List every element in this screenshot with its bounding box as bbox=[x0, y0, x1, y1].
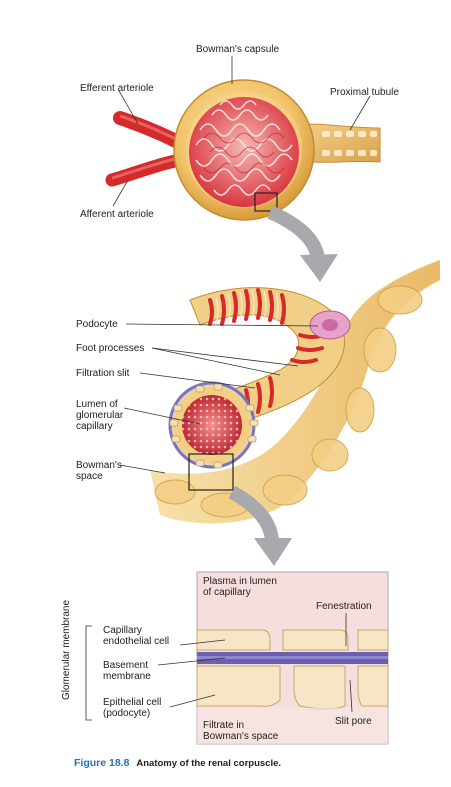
label-bowmans-capsule: Bowman's capsule bbox=[196, 44, 280, 55]
glomerulus bbox=[189, 97, 299, 207]
callout-box-middle bbox=[188, 453, 234, 491]
label-lumen-line2: glomerular bbox=[76, 410, 124, 421]
label-filtrate-line2: Bowman's space bbox=[203, 731, 279, 742]
glomerular-membrane-detail bbox=[196, 571, 389, 745]
label-slit-pore: Slit pore bbox=[335, 716, 372, 727]
label-lumen-line3: capillary bbox=[76, 421, 113, 432]
label-bowmans-space-line1: Bowman's bbox=[76, 460, 122, 471]
label-filtration-slit: Filtration slit bbox=[76, 368, 130, 379]
label-basement-line1: Basement bbox=[103, 660, 149, 671]
label-efferent-arteriole: Efferent arteriole bbox=[80, 83, 154, 94]
callout-box-top bbox=[254, 192, 278, 212]
leader-lines bbox=[85, 56, 371, 721]
epithelial-cell bbox=[196, 665, 281, 707]
label-filtrate-line1: Filtrate in bbox=[203, 720, 245, 731]
caption-figure-number: Figure 18.8 bbox=[74, 757, 130, 769]
label-proximal-tubule: Proximal tubule bbox=[330, 87, 399, 98]
label-glomerular-membrane: Glomerular membrane bbox=[61, 599, 72, 700]
label-bowmans-space-line2: space bbox=[76, 471, 103, 482]
label-podocyte: Podocyte bbox=[76, 319, 118, 330]
figure-caption: Figure 18.8 Anatomy of the renal corpusc… bbox=[74, 757, 281, 769]
label-epithelial-line1: Epithelial cell bbox=[103, 697, 162, 708]
label-afferent-arteriole: Afferent arteriole bbox=[80, 209, 154, 220]
label-plasma-line1: Plasma in lumen bbox=[203, 576, 277, 587]
label-fenestration: Fenestration bbox=[316, 601, 372, 612]
glomerular-capillary-group bbox=[150, 260, 440, 524]
label-epithelial-line2: (podocyte) bbox=[103, 708, 151, 719]
endothelial-cell bbox=[196, 629, 271, 651]
label-lumen-line1: Lumen of bbox=[76, 399, 118, 410]
label-foot-processes: Foot processes bbox=[76, 343, 145, 354]
label-basement-line2: membrane bbox=[103, 671, 151, 682]
label-capillary-line2: endothelial cell bbox=[103, 636, 170, 647]
label-plasma-line2: of capillary bbox=[203, 587, 251, 598]
label-capillary-line1: Capillary bbox=[103, 625, 142, 636]
zoom-arrow-2 bbox=[228, 485, 292, 566]
caption-text: Anatomy of the renal corpuscle. bbox=[136, 758, 282, 769]
bowmans-capsule-group bbox=[105, 79, 381, 221]
zoom-arrow-1 bbox=[267, 205, 338, 282]
bowmans-space-tissue bbox=[150, 260, 440, 524]
